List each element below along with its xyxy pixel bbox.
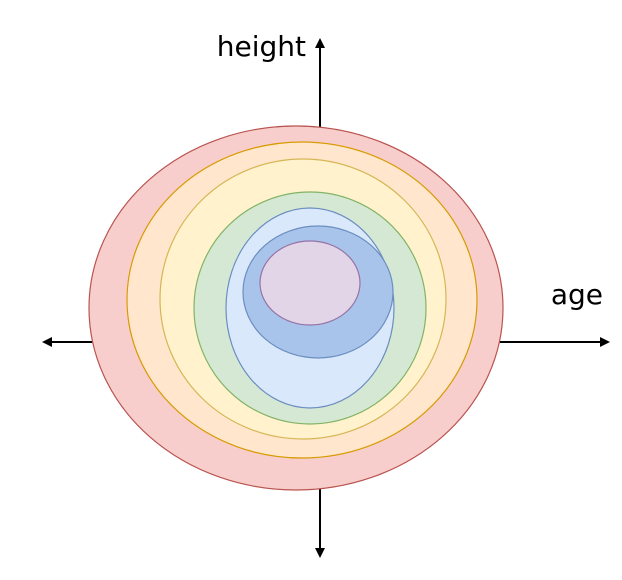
contour-ring-inner [259, 240, 361, 326]
horizontal-axis-label: age [551, 278, 603, 311]
vertical-axis-label: height [217, 30, 306, 63]
contour-rings [88, 125, 504, 491]
